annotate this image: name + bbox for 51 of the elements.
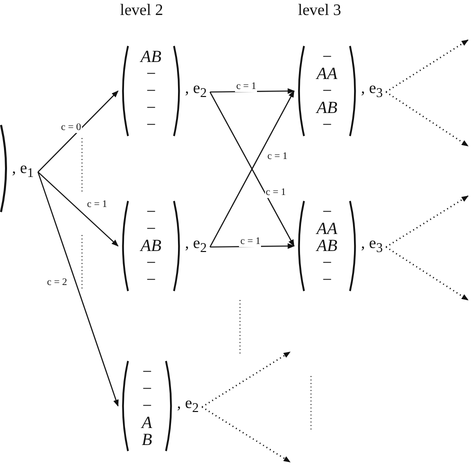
edge-label: c = 1 [86,198,108,210]
matrix-entry: − [321,82,333,99]
matrix-entry: A [142,414,152,431]
dotted-arrow [202,406,291,463]
matrix-entry: − [321,116,333,133]
vector-label: , e$_{2}$ [177,395,199,416]
vector-label: , e$_{3}$ [361,235,383,256]
level-heading: level 2 [120,2,164,20]
matrix-entry: AB [316,99,338,116]
matrix-entry: − [141,363,153,380]
edge-label: c = 2 [46,277,68,288]
matrix-entry: AB [140,237,162,254]
vector-label: , e$_{1}$ [12,160,34,182]
matrix-entry: − [145,271,157,288]
matrix-entry: − [145,254,157,271]
edge-label: c = 1 [266,151,288,162]
dotted-arrow [386,246,469,301]
matrix-entry: − [145,82,157,99]
edge-label: c = 1 [264,186,287,198]
arrow [210,88,295,94]
dotted-arrow [386,39,469,93]
matrix-entry: AB [140,48,162,65]
dotted-arrow [386,195,469,248]
matrix-entry: AA [316,220,338,237]
matrix-entry: − [145,65,157,82]
matrix-entry: − [145,116,157,133]
edge-label: c = 1 [235,80,258,92]
matrix-entry: − [145,203,157,220]
matrix-entry: B [142,431,152,448]
arrow [38,90,118,172]
matrix-entry: − [145,99,157,116]
vector-label: , e$_{2}$ [185,80,207,102]
edge-label: c = 0 [60,122,82,133]
matrix-entry: − [321,203,333,220]
matrix-entry: − [145,220,157,237]
dotted-arrow [202,351,291,408]
matrix-entry: − [321,271,333,288]
vector-label: , e$_{3}$ [361,80,383,102]
vector-label: , e$_{2}$ [185,235,207,256]
matrix-entry: − [141,380,153,397]
matrix-entry: − [141,397,153,414]
dotted-arrow [386,91,469,147]
matrix-entry: − [321,48,333,65]
level-heading: level 3 [298,2,342,20]
matrix-entry: AB [316,237,338,254]
edge-label: c = 1 [239,236,262,247]
arrow [210,243,295,249]
matrix-entry: − [321,254,333,271]
arrow [37,172,119,407]
matrix-entry: AA [316,65,338,82]
arrow [38,172,119,246]
